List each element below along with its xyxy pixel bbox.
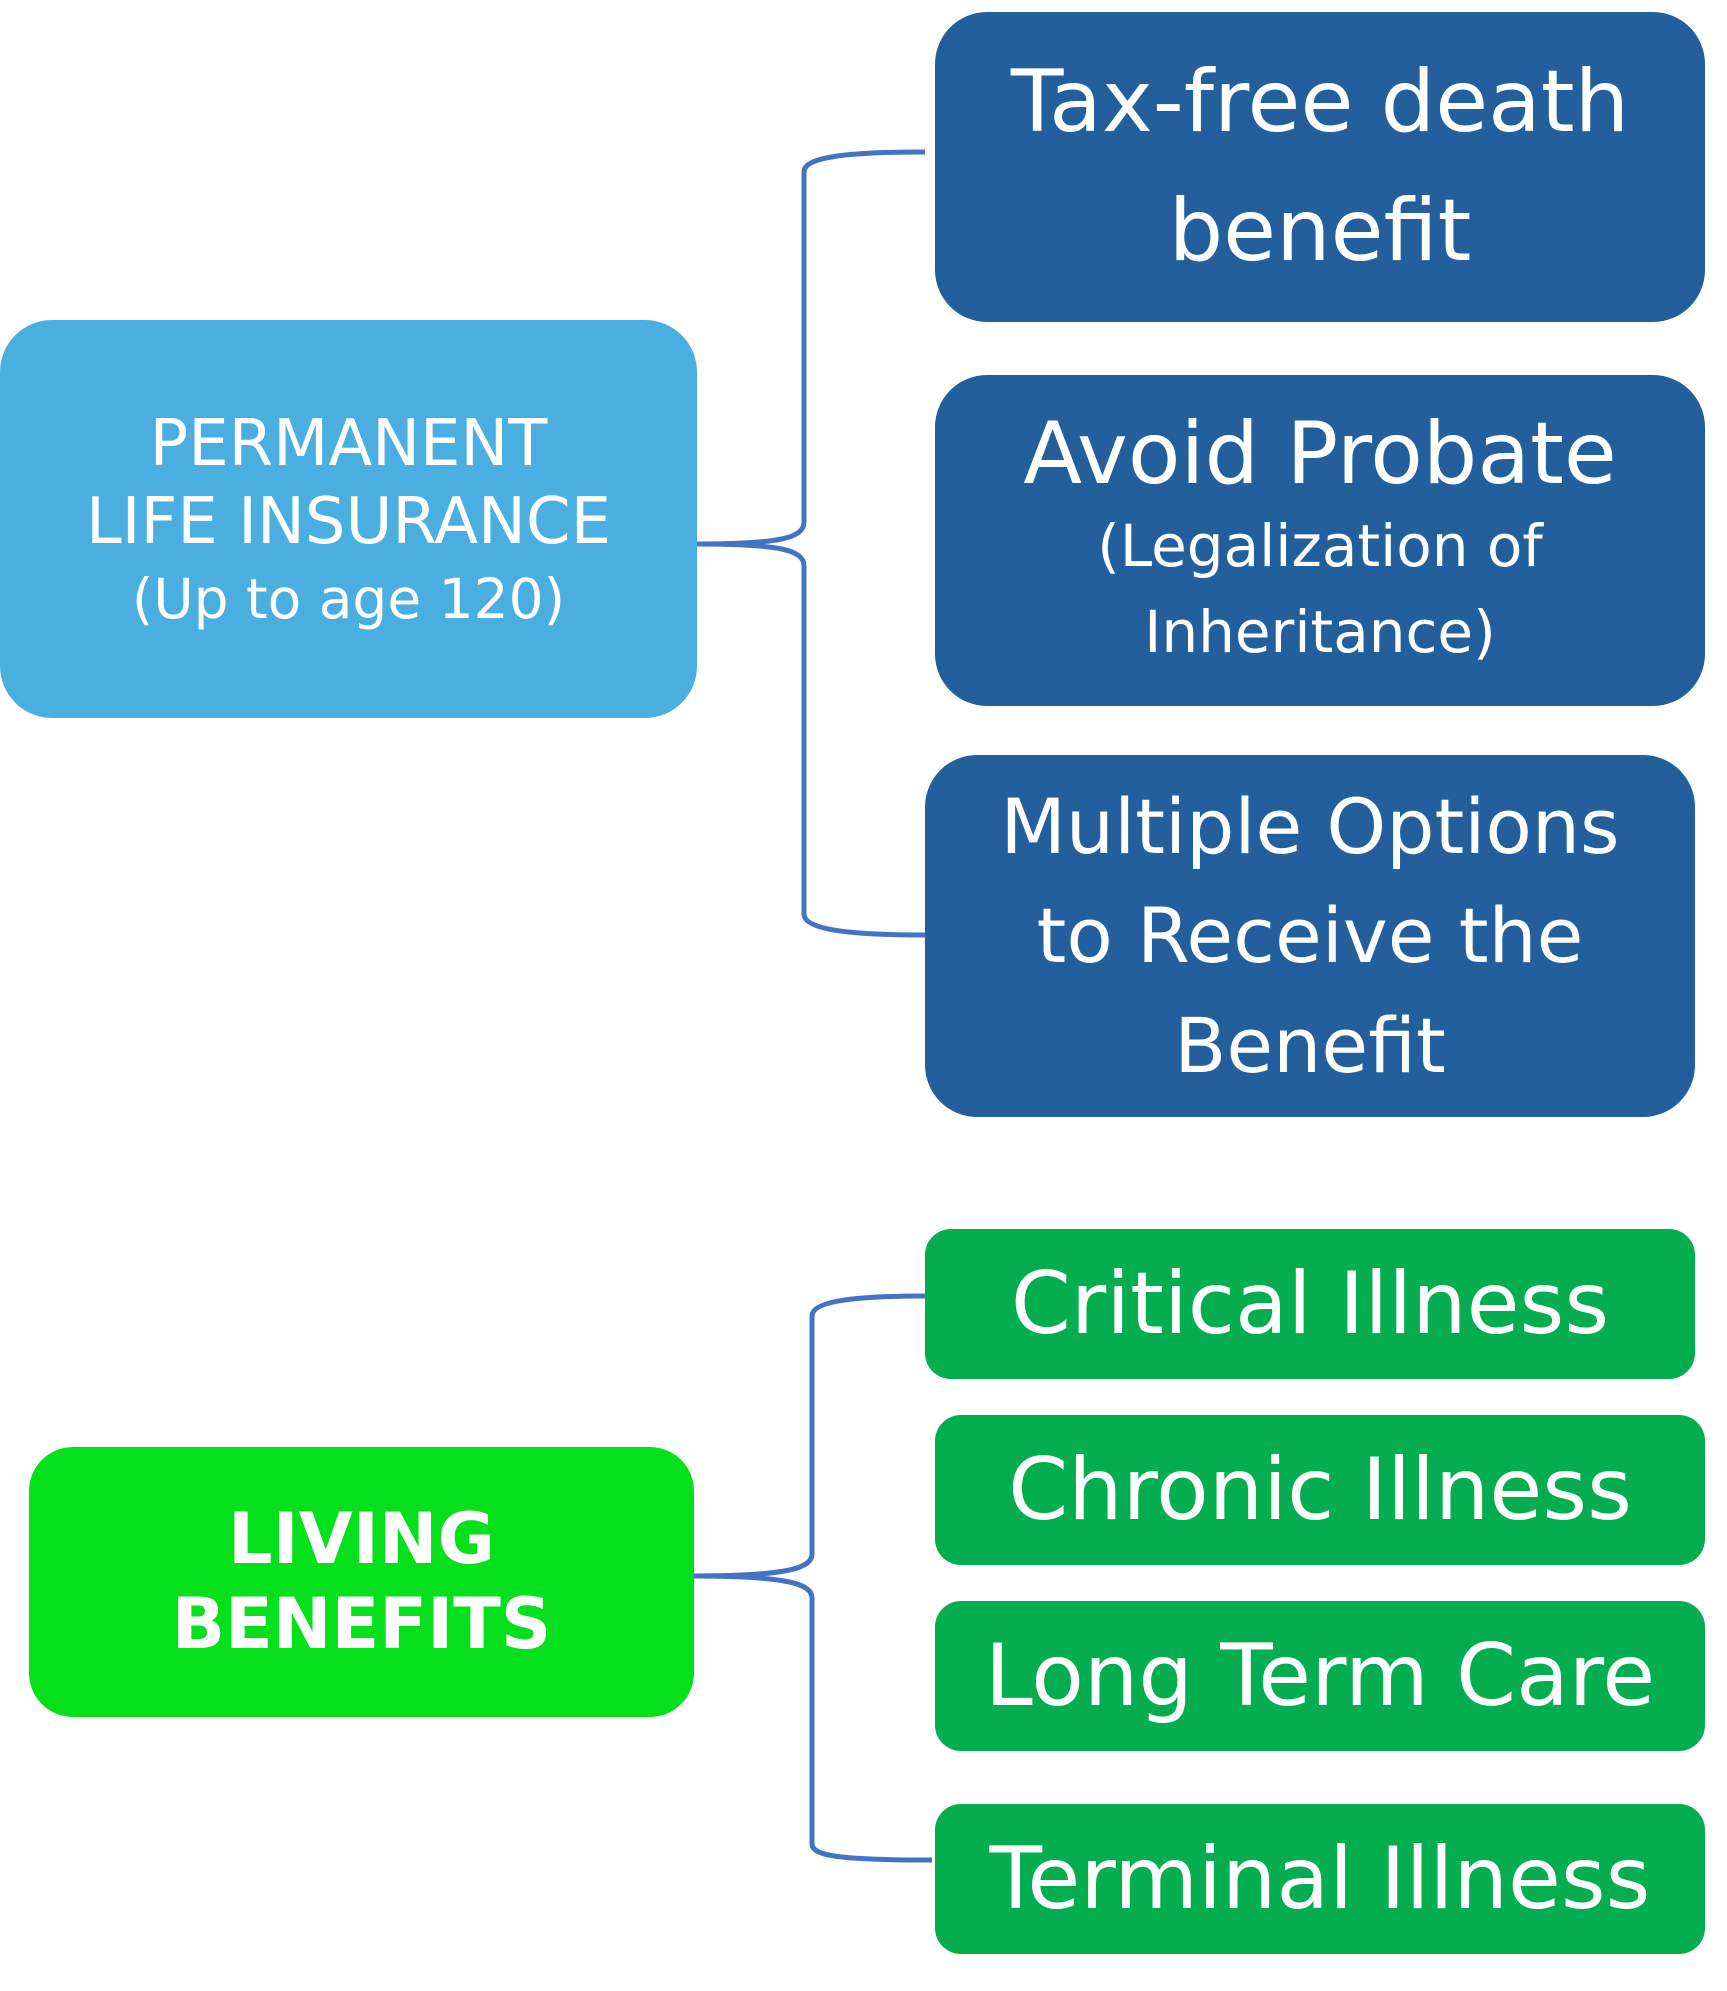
- avoid-probate-node: Avoid Probate (Legalization of Inheritan…: [935, 375, 1705, 706]
- tax-line-1: Tax-free death: [1010, 52, 1630, 152]
- multiple-options-node: Multiple Options to Receive the Benefit: [925, 755, 1695, 1117]
- long-term-care-label: Long Term Care: [984, 1625, 1656, 1726]
- terminal-illness-label: Terminal Illness: [989, 1828, 1651, 1929]
- living-benefits-node: LIVING BENEFITS: [29, 1447, 694, 1717]
- options-line-3: Benefit: [1174, 1000, 1446, 1090]
- probate-sub-line-1: (Legalization of: [1097, 512, 1543, 581]
- chronic-illness-label: Chronic Illness: [1008, 1439, 1632, 1540]
- bracket-permanent: [696, 149, 926, 938]
- bracket-living: [693, 1293, 933, 1863]
- critical-illness-node: Critical Illness: [925, 1229, 1695, 1379]
- probate-title: Avoid Probate: [1023, 404, 1617, 505]
- critical-illness-label: Critical Illness: [1010, 1253, 1610, 1354]
- terminal-illness-node: Terminal Illness: [935, 1804, 1705, 1954]
- permanent-line-2: LIFE INSURANCE: [86, 485, 611, 560]
- permanent-life-insurance-node: PERMANENT LIFE INSURANCE (Up to age 120): [0, 320, 697, 718]
- living-line-2: BENEFITS: [171, 1583, 552, 1665]
- probate-sub-line-2: Inheritance): [1144, 597, 1496, 666]
- options-line-1: Multiple Options: [1000, 781, 1620, 871]
- permanent-line-1: PERMANENT: [149, 407, 548, 482]
- permanent-subtitle: (Up to age 120): [131, 566, 566, 631]
- tax-line-2: benefit: [1168, 181, 1472, 281]
- living-line-1: LIVING: [228, 1497, 495, 1580]
- long-term-care-node: Long Term Care: [935, 1601, 1705, 1751]
- options-line-2: to Receive the: [1036, 891, 1584, 981]
- tax-free-death-benefit-node: Tax-free death benefit: [935, 12, 1705, 322]
- chronic-illness-node: Chronic Illness: [935, 1415, 1705, 1565]
